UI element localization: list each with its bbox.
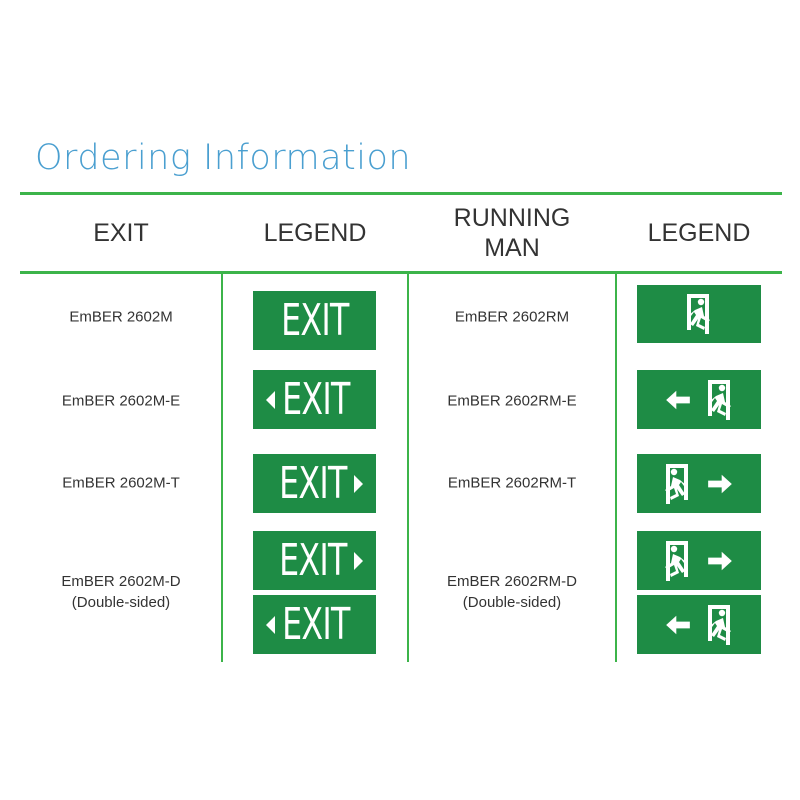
- model-note: (Double-sided): [71, 594, 171, 611]
- running-man-icon: [687, 294, 710, 334]
- column-divider: [221, 272, 223, 662]
- exit-sign-left: EXIT: [253, 595, 376, 654]
- running-man-icon: [708, 379, 731, 420]
- model-label: EmBER 2602M-E: [61, 392, 181, 410]
- model-label: EmBER 2602RM-T: [447, 474, 577, 492]
- running-man-sign-right: [637, 454, 761, 513]
- header-bottom-rule: [20, 271, 782, 274]
- running-man-sign-left: [637, 370, 761, 429]
- model-label: EmBER 2602M-T: [62, 474, 180, 492]
- running-man-icon: [665, 540, 688, 581]
- column-divider: [615, 272, 617, 662]
- right-arrow-icon: [708, 551, 732, 570]
- exit-sign-right: EXIT: [253, 531, 376, 590]
- header-legend: LEGEND: [647, 218, 751, 247]
- model-note: (Double-sided): [462, 594, 562, 611]
- header-exit: EXIT: [93, 218, 149, 247]
- exit-sign-text: EXIT: [282, 373, 350, 425]
- model-label: EmBER 2602RM: [454, 308, 570, 326]
- exit-sign-text: EXIT: [280, 294, 349, 346]
- page-title: Ordering Information: [35, 138, 412, 178]
- exit-sign: EXIT: [253, 291, 376, 350]
- left-arrow-icon: [266, 615, 276, 634]
- right-arrow-icon: [708, 474, 732, 493]
- exit-sign-text: EXIT: [282, 598, 350, 650]
- left-arrow-icon: [666, 615, 690, 634]
- header-legend: LEGEND: [263, 218, 367, 247]
- header-top-rule: [20, 192, 782, 195]
- exit-sign-right: EXIT: [253, 454, 376, 513]
- left-arrow-icon: [266, 390, 276, 409]
- model-label: EmBER 2602M-D (Double-sided): [20, 571, 222, 613]
- header-running-man-line1: RUNNING: [453, 203, 571, 232]
- model-name: EmBER 2602M-D: [61, 573, 181, 590]
- model-label: EmBER 2602RM-D (Double-sided): [408, 571, 616, 613]
- right-arrow-icon: [353, 551, 363, 570]
- exit-sign-text: EXIT: [279, 457, 347, 509]
- column-divider: [407, 272, 409, 662]
- running-man-sign: [637, 285, 761, 343]
- right-arrow-icon: [353, 474, 363, 493]
- exit-sign-left: EXIT: [253, 370, 376, 429]
- header-running-man-line2: MAN: [484, 233, 540, 262]
- model-name: EmBER 2602RM-D: [446, 573, 578, 590]
- running-man-sign-right: [637, 531, 761, 590]
- exit-sign-text: EXIT: [279, 534, 347, 586]
- header-running-man: RUNNING MAN: [408, 193, 616, 272]
- left-arrow-icon: [666, 390, 690, 409]
- running-man-icon: [708, 604, 731, 645]
- model-label: EmBER 2602M: [69, 308, 173, 326]
- running-man-sign-left: [637, 595, 761, 654]
- running-man-icon: [665, 463, 688, 504]
- model-label: EmBER 2602RM-E: [447, 392, 577, 410]
